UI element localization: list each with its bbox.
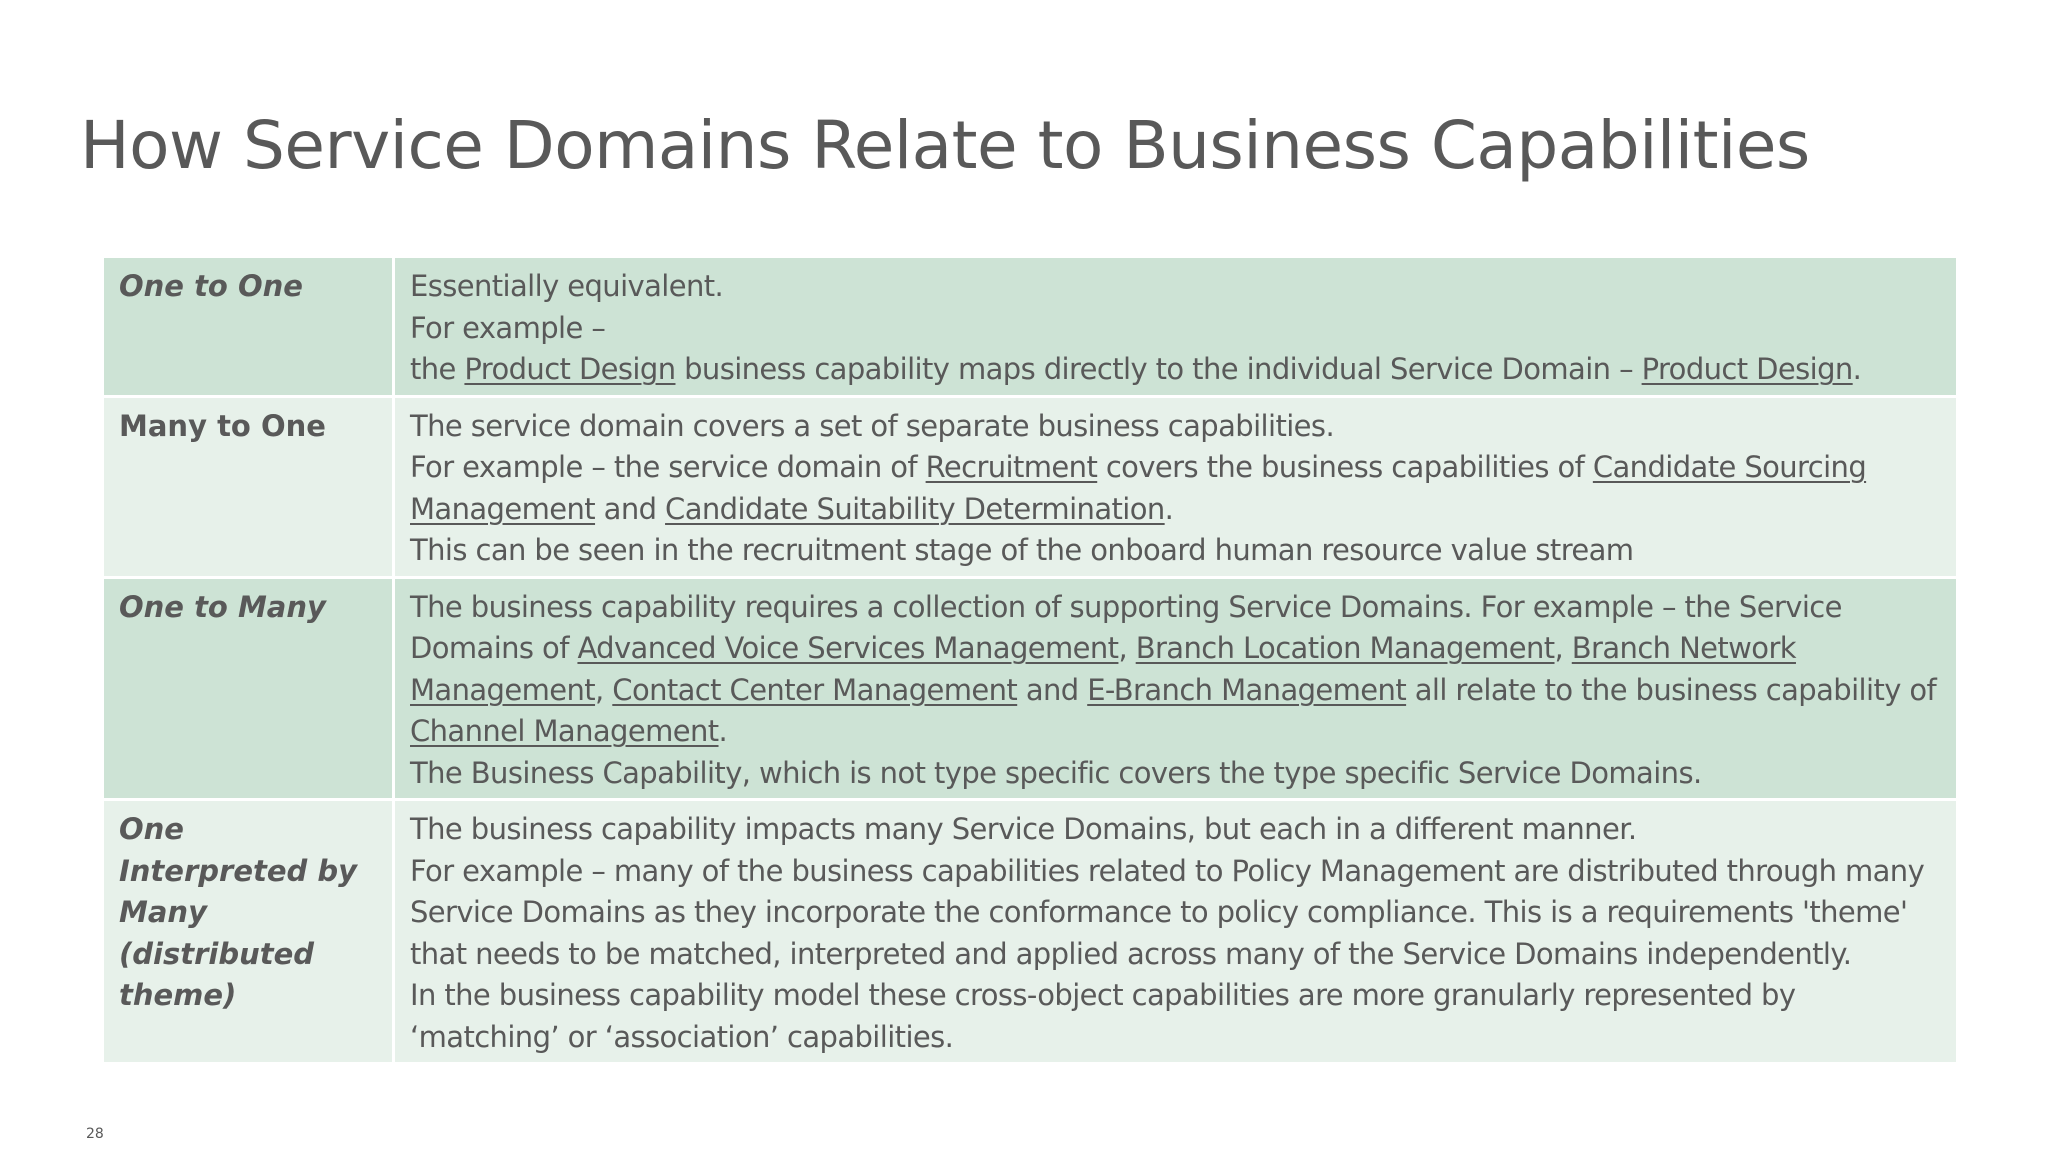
e-branch-management-link[interactable]: E-Branch Management	[1087, 672, 1407, 707]
relationship-table: One to One Essentially equivalent. For e…	[104, 258, 1956, 1062]
description-line: the Product Design business capability m…	[410, 349, 1942, 391]
text-fragment: business capability maps directly to the…	[675, 352, 1642, 386]
description-paragraph: The business capability impacts many Ser…	[410, 812, 1637, 846]
text-fragment: ,	[1554, 631, 1572, 665]
description-line: For example – the service domain of Recr…	[410, 447, 1942, 530]
text-fragment: For example – the service domain of	[410, 450, 926, 484]
candidate-suitability-determination-link[interactable]: Candidate Suitability Determination	[665, 491, 1165, 526]
candidate-sourcing-management-link[interactable]: Candidate Sourcing Management	[410, 450, 1867, 526]
contact-center-management-link[interactable]: Contact Center Management	[612, 672, 1018, 707]
product-design-link[interactable]: Product Design	[464, 352, 676, 386]
text-fragment: all relate to the business capability of	[1406, 672, 1937, 707]
description-paragraph: The Business Capability, which is not ty…	[410, 755, 1702, 790]
product-design-service-domain-link[interactable]: Product Design	[1641, 352, 1854, 386]
description-line: The service domain covers a set of separ…	[410, 408, 1335, 443]
text-fragment: ,	[1118, 631, 1136, 665]
table-row: One Interpreted by Many (distributed the…	[104, 798, 1956, 1062]
description-cell: The service domain covers a set of separ…	[395, 394, 1956, 576]
text-fragment: ,	[595, 672, 613, 707]
term-cell: One to One	[104, 258, 395, 395]
table-row: Many to One The service domain covers a …	[104, 394, 1956, 576]
branch-location-management-link[interactable]: Branch Location Management	[1135, 631, 1555, 665]
description-paragraph: In the business capability model these c…	[410, 978, 1796, 1054]
table-row: One to Many The business capability requ…	[104, 575, 1956, 798]
text-fragment: .	[1164, 491, 1174, 526]
description-line: For example –	[410, 310, 606, 345]
term-cell: One to Many	[104, 575, 395, 798]
advanced-voice-services-management-link[interactable]: Advanced Voice Services Management	[577, 631, 1119, 665]
term-cell: One Interpreted by Many (distributed the…	[104, 798, 395, 1062]
channel-management-link[interactable]: Channel Management	[410, 714, 719, 748]
description-cell: The business capability requires a colle…	[395, 575, 1956, 798]
slide-title: How Service Domains Relate to Business C…	[80, 107, 1810, 184]
text-fragment: .	[1852, 352, 1862, 386]
table-row: One to One Essentially equivalent. For e…	[104, 258, 1956, 395]
recruitment-link[interactable]: Recruitment	[925, 450, 1098, 484]
text-fragment: and	[595, 491, 666, 526]
text-fragment: .	[718, 714, 728, 748]
text-fragment: and	[1017, 672, 1088, 707]
text-fragment: the	[410, 352, 465, 386]
description-line: Essentially equivalent.	[410, 269, 724, 303]
description-paragraph: The business capability requires a colle…	[410, 587, 1942, 753]
text-fragment: covers the business capabilities of	[1097, 450, 1593, 484]
description-cell: The business capability impacts many Ser…	[395, 798, 1956, 1062]
page-number: 28	[86, 1126, 104, 1142]
description-paragraph: For example – many of the business capab…	[410, 853, 1925, 971]
description-cell: Essentially equivalent. For example – th…	[395, 258, 1956, 395]
term-cell: Many to One	[104, 394, 395, 576]
text-fragment: The business capability requires a colle…	[410, 589, 1842, 666]
branch-network-management-link[interactable]: Branch Network Management	[410, 631, 1797, 707]
description-line: This can be seen in the recruitment stag…	[410, 533, 1634, 567]
